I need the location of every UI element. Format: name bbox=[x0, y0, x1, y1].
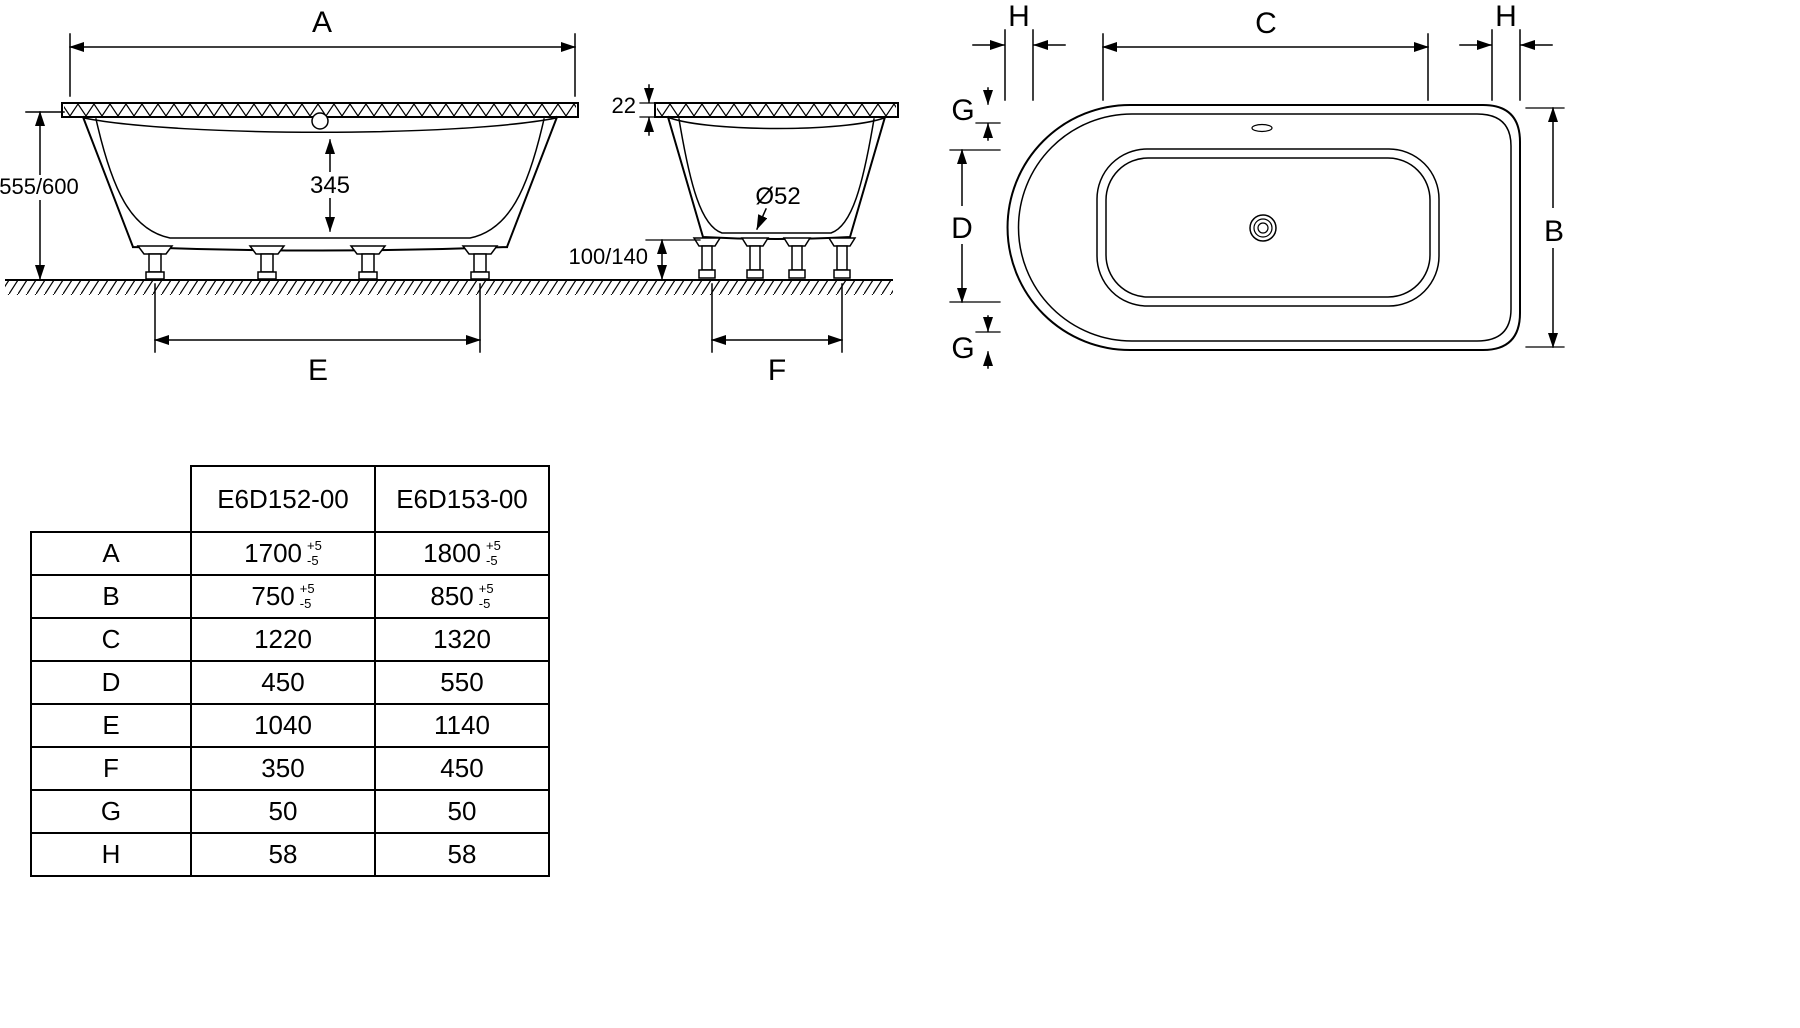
tub-outline-end bbox=[666, 115, 887, 240]
overflow-hole-side bbox=[311, 112, 329, 130]
dim-label-555-600: 555/600 bbox=[0, 174, 79, 199]
tol-plus: +5 bbox=[478, 581, 494, 597]
plan-inner-outline bbox=[1017, 113, 1512, 342]
table-row: H 58 58 bbox=[30, 832, 550, 877]
dim-label-a: A bbox=[312, 6, 332, 39]
dim-value: 1140 bbox=[374, 703, 550, 748]
value-number: 850 bbox=[430, 581, 474, 611]
dim-label-drain: Ø52 bbox=[755, 183, 800, 210]
plan-drain bbox=[1249, 214, 1277, 242]
end-view: 22 Ø52 100/140 bbox=[568, 84, 899, 387]
tub-inner-curve-side bbox=[83, 117, 557, 133]
dim-value: 50 bbox=[374, 789, 550, 834]
table-header-row: E6D152-00 E6D153-00 bbox=[31, 465, 550, 533]
dim-value: 750+5-5 bbox=[190, 574, 376, 619]
tol-plus: +5 bbox=[486, 538, 501, 554]
table-row: D 450 550 bbox=[30, 660, 550, 705]
tol-plus: +5 bbox=[299, 581, 315, 597]
row-label: D bbox=[30, 660, 192, 705]
side-view: A 345 555/600 bbox=[0, 6, 579, 387]
dim-value: 1320 bbox=[374, 617, 550, 662]
table-corner-blank bbox=[31, 466, 191, 532]
tol-minus: -5 bbox=[478, 595, 491, 611]
dim-value: 450 bbox=[374, 746, 550, 791]
plan-basin-outer bbox=[1096, 148, 1440, 307]
tub-inner-shell-end bbox=[678, 118, 875, 234]
table-row: F 350 450 bbox=[30, 746, 550, 791]
tol-minus: -5 bbox=[486, 552, 498, 568]
dim-label-h-left: H bbox=[1008, 0, 1030, 33]
tub-feet-end bbox=[692, 237, 857, 279]
tol-minus: -5 bbox=[307, 552, 319, 568]
value-number: 1700 bbox=[244, 538, 302, 568]
dim-value: 1040 bbox=[190, 703, 376, 748]
row-label: G bbox=[30, 789, 192, 834]
row-label: F bbox=[30, 746, 192, 791]
tol-plus: +5 bbox=[307, 538, 322, 554]
dim-label-d: D bbox=[951, 212, 973, 245]
table-row: B 750+5-5 850+5-5 bbox=[30, 574, 550, 619]
row-label: B bbox=[30, 574, 192, 619]
row-label: H bbox=[30, 832, 192, 877]
plan-view: H C H G D G bbox=[944, 0, 1572, 369]
dim-value: 550 bbox=[374, 660, 550, 705]
dim-label-345: 345 bbox=[310, 172, 350, 199]
table-row: G 50 50 bbox=[30, 789, 550, 834]
dimension-table: E6D152-00 E6D153-00 A 1700+5-5 1800+5-5 … bbox=[30, 465, 550, 877]
dim-value: 450 bbox=[190, 660, 376, 705]
table-row: A 1700+5-5 1800+5-5 bbox=[30, 531, 550, 576]
table-row: C 1220 1320 bbox=[30, 617, 550, 662]
dim-value: 58 bbox=[190, 832, 376, 877]
dim-label-h-right: H bbox=[1495, 0, 1517, 33]
dim-value: 58 bbox=[374, 832, 550, 877]
plan-overflow bbox=[1251, 123, 1273, 133]
value-number: 750 bbox=[251, 581, 295, 611]
row-label: E bbox=[30, 703, 192, 748]
bathtub-drawing: A 345 555/600 bbox=[0, 0, 1572, 387]
dim-value: 1700 +5-5 bbox=[190, 531, 376, 576]
row-label: C bbox=[30, 617, 192, 662]
dim-value: 1800 +5-5 bbox=[374, 531, 550, 576]
dim-label-e: E bbox=[308, 354, 328, 387]
tub-outline-side bbox=[81, 115, 559, 252]
tol-minus: -5 bbox=[299, 595, 312, 611]
dim-value: 350 bbox=[190, 746, 376, 791]
dim-value: 1220 bbox=[190, 617, 376, 662]
col-header-model-2: E6D153-00 bbox=[374, 465, 550, 533]
table-row: E 1040 1140 bbox=[30, 703, 550, 748]
dim-value: 850+5-5 bbox=[374, 574, 550, 619]
dim-label-g-top: G bbox=[951, 94, 974, 127]
dim-label-22: 22 bbox=[612, 93, 636, 118]
dim-label-f: F bbox=[768, 354, 786, 387]
dim-label-b: B bbox=[1544, 215, 1564, 248]
dim-label-g-bottom: G bbox=[951, 332, 974, 365]
value-number: 1800 bbox=[423, 538, 481, 568]
tub-inner-curve-end bbox=[669, 117, 885, 130]
tub-feet-side bbox=[136, 245, 499, 280]
dim-label-100-140: 100/140 bbox=[568, 244, 648, 269]
plan-basin-inner bbox=[1105, 157, 1431, 298]
row-label: A bbox=[30, 531, 192, 576]
col-header-model-1: E6D152-00 bbox=[190, 465, 376, 533]
dim-value: 50 bbox=[190, 789, 376, 834]
tub-inner-shell-side bbox=[95, 118, 545, 239]
ground-hatching bbox=[5, 279, 893, 295]
plan-outer-outline bbox=[1006, 104, 1521, 351]
dim-label-c: C bbox=[1255, 7, 1277, 40]
